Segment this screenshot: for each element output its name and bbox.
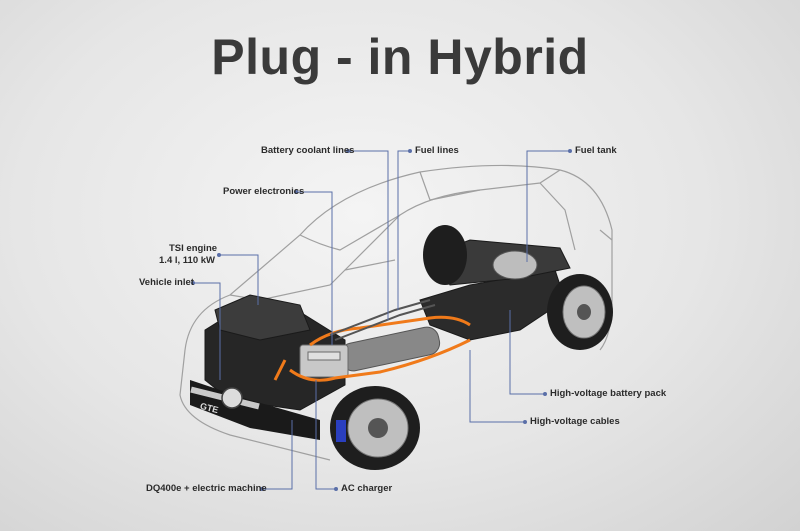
fuel-lines bbox=[329, 299, 436, 341]
vw-logo-icon bbox=[221, 387, 243, 409]
leader-dots bbox=[191, 149, 572, 491]
fuel-tank bbox=[492, 250, 538, 280]
label-dq400e: DQ400e + electric machine bbox=[146, 483, 267, 494]
label-ac-charger: AC charger bbox=[341, 483, 393, 494]
diagram-title: Plug - in Hybrid bbox=[211, 29, 589, 85]
high-voltage-cables bbox=[273, 315, 471, 382]
rear-left-wheel bbox=[423, 225, 467, 285]
label-hv-cables: High-voltage cables bbox=[530, 416, 620, 427]
label-fuel-lines: Fuel lines bbox=[415, 145, 459, 156]
label-tsi-engine: TSI engine bbox=[169, 243, 218, 254]
label-vehicle-inlet: Vehicle inlet bbox=[139, 277, 194, 288]
car-body-outline bbox=[179, 164, 613, 461]
rear-wheel bbox=[547, 274, 613, 350]
label-battery-coolant-lines: Battery coolant lines bbox=[261, 145, 355, 156]
label-tsi-engine-spec: 1.4 l, 110 kW bbox=[159, 255, 215, 266]
leader-lines bbox=[193, 150, 570, 490]
power-electronics-unit bbox=[299, 344, 349, 378]
label-power-electronics: Power electronics bbox=[223, 186, 305, 197]
label-hv-battery-pack: High-voltage battery pack bbox=[550, 388, 667, 399]
label-fuel-tank: Fuel tank bbox=[575, 145, 617, 156]
front-wheel bbox=[330, 386, 420, 470]
